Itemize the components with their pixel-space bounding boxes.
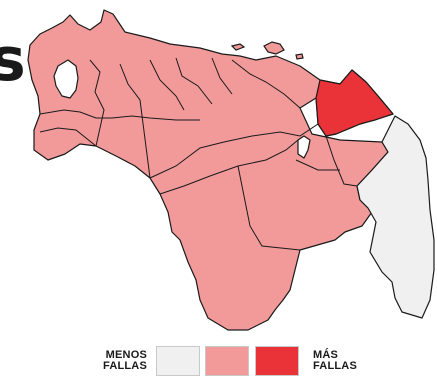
lake-maracaibo <box>53 59 79 99</box>
guri-reservoir <box>297 135 311 159</box>
legend-high-line1: MÁS <box>313 349 339 361</box>
state-borders <box>39 57 358 251</box>
legend-high-line2: FALLAS <box>313 360 357 372</box>
small-island-east <box>295 53 304 60</box>
legend-swatch-medium <box>205 346 249 376</box>
legend-high-label: MÁS FALLAS <box>313 350 357 372</box>
legend-low-label: MENOS FALLAS <box>103 350 147 372</box>
legend-low-line2: FALLAS <box>103 360 147 372</box>
legend-swatch-high <box>255 346 299 376</box>
margarita-island <box>263 41 285 55</box>
mainland <box>27 9 435 331</box>
small-island-west <box>230 43 246 51</box>
islands <box>230 41 304 60</box>
legend-low-line1: MENOS <box>105 349 147 361</box>
region-guayana-esequiba <box>356 115 435 319</box>
region-delta-amacuro <box>315 69 394 137</box>
title-fragment: s <box>0 25 26 95</box>
legend-swatch-low <box>156 346 200 376</box>
